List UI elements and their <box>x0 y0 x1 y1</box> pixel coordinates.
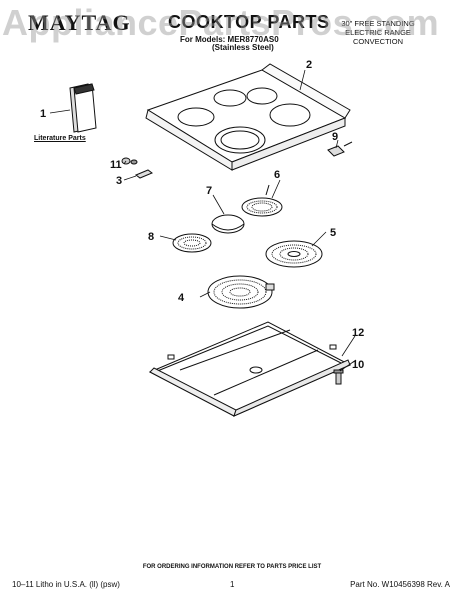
site-watermark: AppliancePartsPros.com <box>2 2 440 43</box>
screw-10 <box>333 369 344 385</box>
description-line: ELECTRIC RANGE <box>345 28 411 37</box>
terminal-clip <box>327 141 353 157</box>
callout-5: 5 <box>330 227 336 239</box>
literature-booklet <box>69 83 97 133</box>
part-number: Part No. W10456398 Rev. A <box>350 580 450 589</box>
description-line: 30" FREE STANDING <box>341 19 415 28</box>
element-small-right <box>241 184 283 217</box>
description-line: CONVECTION <box>352 37 403 46</box>
burner-box <box>148 321 352 417</box>
brand-logo: MAYTAG <box>28 10 131 35</box>
callout-1: 1 <box>40 108 46 120</box>
ordering-note: FOR ORDERING INFORMATION REFER TO PARTS … <box>142 564 322 570</box>
element-large-right <box>265 240 323 268</box>
element-dual-front <box>207 275 275 309</box>
models-line: For Models: MER8770AS0 <box>180 35 279 44</box>
callout-12: 12 <box>352 327 364 339</box>
finish-label: (Stainless Steel) <box>212 43 274 52</box>
page-number: 1 <box>230 580 235 589</box>
callout-7: 7 <box>206 185 212 197</box>
callout-10: 10 <box>352 359 364 371</box>
callout-6: 6 <box>274 169 280 181</box>
callout-3: 3 <box>116 175 122 187</box>
cooktop-glass <box>145 63 351 171</box>
callout-2: 2 <box>306 59 312 71</box>
product-description: 30" FREE STANDING ELECTRIC RANGE CONVECT… <box>328 19 428 46</box>
screw-and-bracket <box>121 157 153 179</box>
element-small-left <box>172 233 212 253</box>
callout-11: 11 <box>110 159 122 171</box>
leader-lines <box>49 69 357 372</box>
literature-parts-label: Literature Parts <box>34 135 86 142</box>
element-ring-reflector <box>211 214 245 234</box>
litho-info: 10–11 Litho in U.S.A. (ll) (psw) <box>12 580 120 589</box>
page-title: COOKTOP PARTS <box>168 12 330 32</box>
callout-8: 8 <box>148 231 154 243</box>
callout-4: 4 <box>178 292 185 304</box>
callout-9: 9 <box>332 131 338 143</box>
